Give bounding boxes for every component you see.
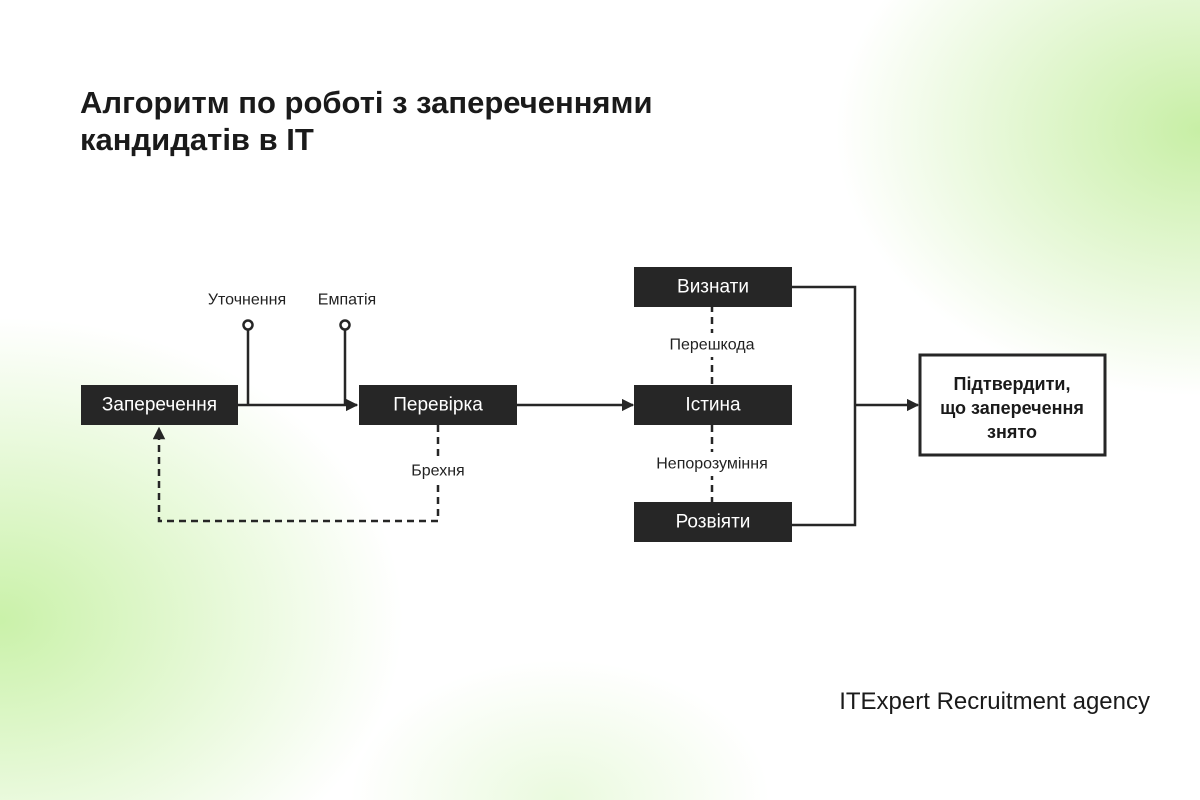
node-confirm: Підтвердити, що заперечення знято [918,353,1107,457]
connector-lie-loop [152,425,440,523]
page-title-line-2: кандидатів в IT [80,122,314,157]
page-title: Алгоритм по роботі з запереченнями канди… [80,84,840,158]
node-acknowledge-label: Визнати [677,277,749,298]
node-confirm-line-3: знято [987,422,1037,442]
branch-empathy-node [339,319,351,331]
node-objection: Заперечення [81,385,238,425]
connector-acknowledge-to-join [792,285,857,527]
node-check: Перевірка [359,385,517,425]
label-misunderstanding: Непорозуміння [656,456,768,473]
node-dispel: Розвіяти [634,502,792,542]
branch-clarification-node [242,319,254,331]
node-truth: Істина [634,385,792,425]
node-dispel-label: Розвіяти [676,512,751,533]
node-objection-label: Заперечення [102,395,217,416]
label-lie: Брехня [411,463,464,480]
label-obstacle: Перешкода [670,337,755,354]
node-truth-label: Істина [685,395,741,416]
node-acknowledge: Визнати [634,267,792,307]
node-check-label: Перевірка [393,395,483,416]
label-clarification: Уточнення [208,292,286,309]
node-confirm-line-1: Підтвердити, [954,374,1071,394]
label-empathy: Емпатія [318,292,376,309]
page-title-line-1: Алгоритм по роботі з запереченнями [80,85,653,120]
node-confirm-line-2: що заперечення [940,398,1084,418]
footer-brand: ITExpert Recruitment agency [839,688,1150,715]
